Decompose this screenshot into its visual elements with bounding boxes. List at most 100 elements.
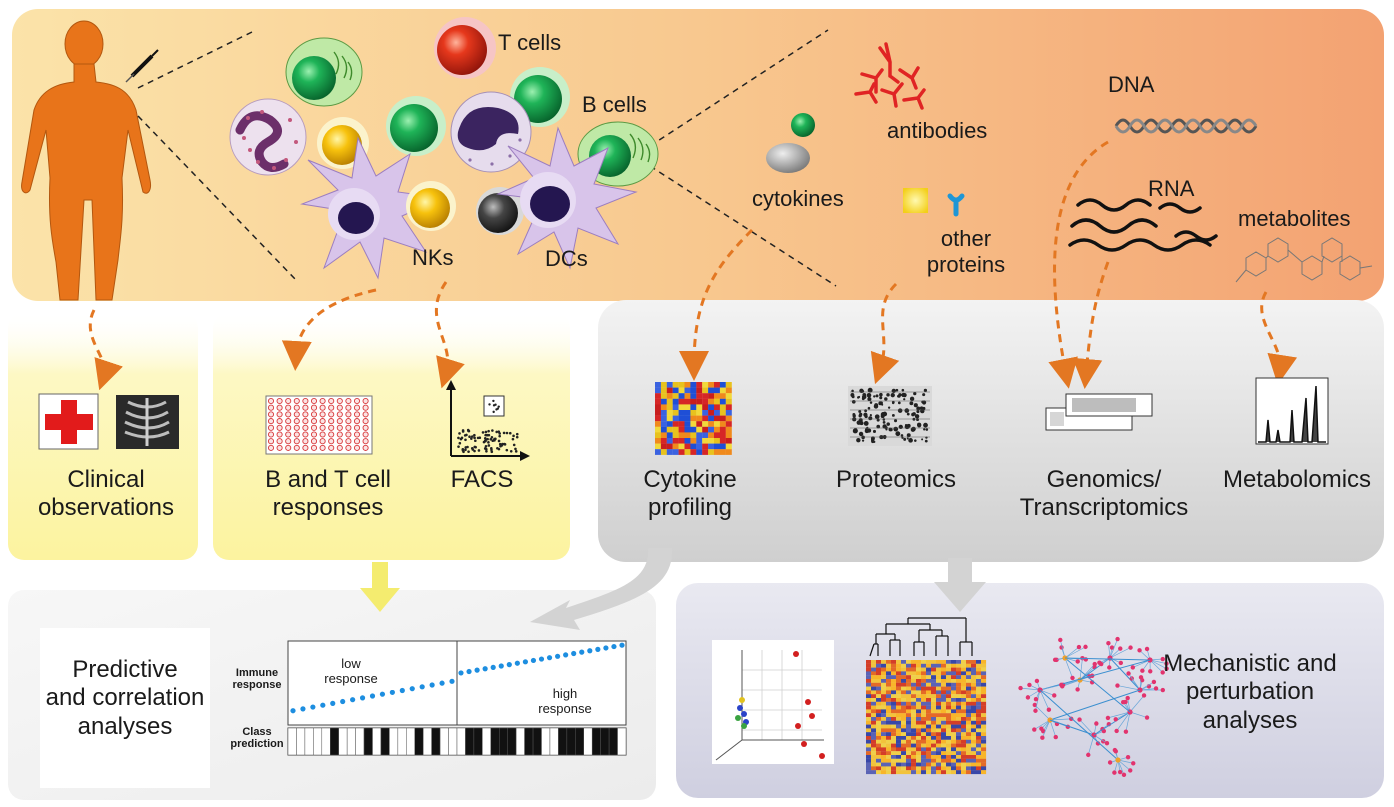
protein-spot — [876, 424, 881, 429]
heatmap-cell — [678, 382, 685, 388]
response-dot — [409, 686, 415, 692]
network-node — [1052, 657, 1058, 662]
plate-well — [276, 438, 283, 445]
heatmap-cell — [906, 682, 912, 687]
heatmap-cell — [941, 660, 947, 664]
heatmap-cell — [926, 755, 932, 759]
heatmap-cell — [901, 709, 907, 714]
heatmap-cell — [956, 717, 962, 721]
heatmap-cell — [946, 728, 952, 733]
heatmap-cell — [951, 690, 957, 695]
network-node — [1144, 715, 1150, 720]
heatmap-cell — [901, 682, 907, 687]
response-dot — [546, 655, 553, 661]
heatmap-cell — [926, 720, 932, 725]
heatmap-cell — [655, 426, 661, 433]
protein-spot — [886, 393, 890, 397]
heatmap-cell — [941, 724, 947, 729]
heatmap-cell — [871, 724, 877, 729]
network-edge — [1125, 711, 1131, 732]
heatmap-cell — [672, 404, 679, 411]
plate-well — [276, 397, 283, 405]
facs-event — [496, 407, 500, 410]
facs-event — [492, 399, 495, 403]
grey-arrow-down — [934, 558, 986, 612]
heatmap-cell — [941, 717, 947, 721]
network-node — [1018, 685, 1023, 691]
heatmap-cell — [891, 660, 897, 664]
heatmap-cell — [981, 671, 987, 676]
protein-spot — [903, 437, 907, 441]
heatmap-cell — [891, 766, 897, 771]
facs-event — [461, 430, 465, 433]
low-response-label: low response — [306, 654, 396, 690]
heatmap-cell — [896, 758, 902, 763]
clinical-observations-label: Clinical observations — [20, 466, 192, 523]
plate-well — [267, 418, 275, 425]
facs-event — [473, 445, 477, 449]
network-node — [1140, 668, 1145, 673]
network-node — [1126, 671, 1131, 676]
heatmap-cell — [881, 682, 887, 687]
protein-spot — [924, 439, 928, 443]
heatmap-cell — [956, 762, 962, 767]
network-node — [1033, 708, 1038, 713]
heatmap-cell — [956, 728, 962, 733]
protein-spot — [923, 422, 928, 428]
plate-well — [285, 418, 292, 425]
heatmap-cell — [936, 682, 942, 687]
protein-spot — [894, 419, 898, 423]
heatmap-cell — [936, 770, 942, 775]
protein-spot — [889, 428, 893, 432]
heatmap-cell — [941, 766, 947, 771]
class-bar — [558, 727, 568, 756]
heatmap-cell — [971, 728, 977, 733]
protein-spot — [861, 435, 865, 440]
heatmap-cell — [941, 686, 947, 691]
heatmap-cell — [936, 724, 942, 729]
heatmap-cell — [936, 755, 942, 759]
antibodies-label: antibodies — [887, 118, 988, 143]
heatmap-cell — [702, 393, 709, 399]
plate-well — [276, 404, 283, 411]
heatmap-cell — [725, 421, 732, 427]
heatmap-cell — [678, 443, 685, 450]
facs-event — [473, 433, 476, 437]
heatmap-cell — [666, 382, 673, 388]
heatmap-cell — [666, 393, 673, 399]
clinical-panel — [8, 312, 198, 560]
heatmap-cell — [971, 709, 977, 714]
heatmap-cell — [961, 701, 967, 706]
heatmap-cell — [981, 698, 987, 702]
heatmap-cell — [911, 739, 917, 744]
heatmap-cell — [891, 686, 897, 691]
heatmap-cell — [916, 766, 922, 771]
heatmap-cell — [891, 739, 897, 744]
heatmap-cell — [866, 698, 872, 702]
xray-icon — [116, 395, 179, 449]
heatmap-cell — [866, 701, 872, 706]
heatmap-cell — [956, 743, 962, 748]
heatmap-cell — [946, 766, 952, 771]
heatmap-cell — [926, 694, 932, 699]
heatmap-cell — [961, 705, 967, 710]
heatmap-cell — [931, 709, 937, 714]
heatmap-cell — [926, 663, 932, 668]
heatmap-cell — [956, 724, 962, 729]
facs-event — [508, 431, 512, 435]
heatmap-cell — [981, 705, 987, 710]
protein-spot — [874, 403, 879, 407]
heatmap-cell — [941, 728, 947, 733]
heatmap-cell — [660, 421, 667, 427]
heatmap-cell — [976, 732, 982, 737]
facs-event — [485, 449, 488, 453]
heatmap-cell — [926, 743, 932, 748]
facs-event — [512, 443, 516, 447]
heatmap-cell — [921, 751, 927, 756]
heatmap-cell — [655, 449, 661, 455]
heatmap-cell — [886, 720, 892, 725]
heatmap-cell — [976, 755, 982, 759]
heatmap-cell — [896, 766, 902, 771]
heatmap-cell — [666, 438, 673, 444]
heatmap-cell — [931, 770, 937, 775]
